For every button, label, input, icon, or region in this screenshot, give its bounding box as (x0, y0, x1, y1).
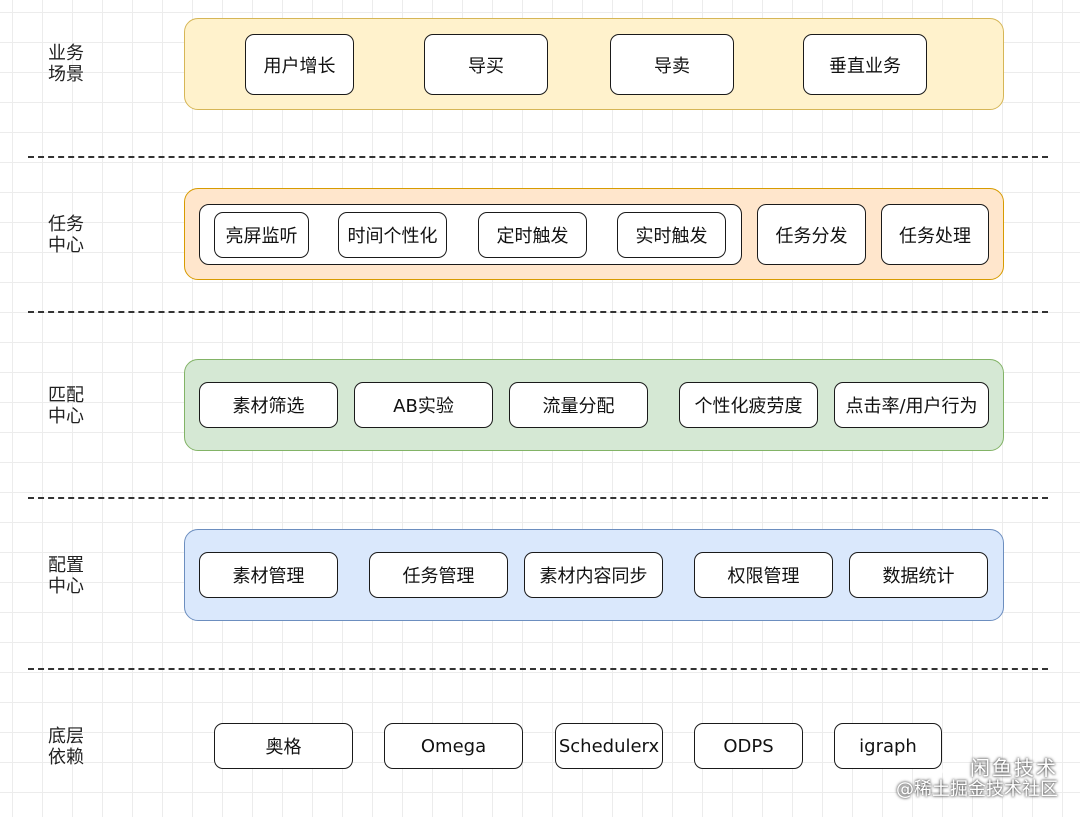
box-material-content-sync: 素材内容同步 (524, 552, 663, 598)
section-divider (28, 156, 1048, 158)
watermark-brand: 闲鱼技术 (896, 757, 1058, 779)
box-permission-management: 权限管理 (694, 552, 833, 598)
row-label-line: 底层 (48, 726, 84, 747)
box-vertical-business: 垂直业务 (803, 34, 927, 95)
row-label-base-dependency: 底层 依赖 (48, 726, 92, 768)
box-screen-on-listener: 亮屏监听 (214, 212, 309, 258)
box-guide-buy: 导买 (424, 34, 548, 95)
wechat-icon (942, 762, 964, 779)
section-divider (28, 311, 1048, 313)
box-traffic-allocation: 流量分配 (509, 382, 648, 428)
watermark: 闲鱼技术 @稀土掘金技术社区 (896, 757, 1058, 801)
row-label-task-center: 任务 中心 (48, 214, 92, 256)
box-schedulerx: Schedulerx (555, 723, 663, 769)
box-igraph: igraph (834, 723, 942, 769)
box-data-statistics: 数据统计 (849, 552, 988, 598)
box-omega: Omega (384, 723, 523, 769)
row-label-line: 匹配 (48, 385, 84, 406)
row-label-line: 场景 (48, 64, 84, 85)
box-ctr-user-behavior: 点击率/用户行为 (834, 382, 989, 428)
row-label-line: 中心 (48, 576, 84, 597)
box-user-growth: 用户增长 (245, 34, 354, 95)
box-scheduled-trigger: 定时触发 (478, 212, 587, 258)
box-task-processing: 任务处理 (881, 204, 989, 265)
box-time-personalization: 时间个性化 (338, 212, 447, 258)
box-task-dispatch: 任务分发 (757, 204, 866, 265)
section-divider (28, 497, 1048, 499)
row-label-business-scenario: 业务 场景 (48, 43, 92, 85)
watermark-brand-text: 闲鱼技术 (970, 756, 1058, 780)
box-aoge: 奥格 (214, 723, 353, 769)
box-realtime-trigger: 实时触发 (617, 212, 726, 258)
box-material-management: 素材管理 (199, 552, 338, 598)
row-label-match-center: 匹配 中心 (48, 385, 92, 427)
watermark-community: @稀土掘金技术社区 (896, 779, 1058, 800)
box-odps: ODPS (694, 723, 803, 769)
row-label-line: 业务 (48, 43, 84, 64)
row-label-line: 中心 (48, 235, 84, 256)
box-material-filter: 素材筛选 (199, 382, 338, 428)
row-label-line: 任务 (48, 214, 84, 235)
box-guide-sell: 导卖 (610, 34, 734, 95)
box-personalized-fatigue: 个性化疲劳度 (679, 382, 818, 428)
row-label-line: 配置 (48, 555, 84, 576)
row-label-config-center: 配置 中心 (48, 555, 92, 597)
row-label-line: 依赖 (48, 747, 84, 768)
box-task-management: 任务管理 (369, 552, 508, 598)
row-label-line: 中心 (48, 406, 84, 427)
section-divider (28, 668, 1048, 670)
box-ab-test: AB实验 (354, 382, 493, 428)
